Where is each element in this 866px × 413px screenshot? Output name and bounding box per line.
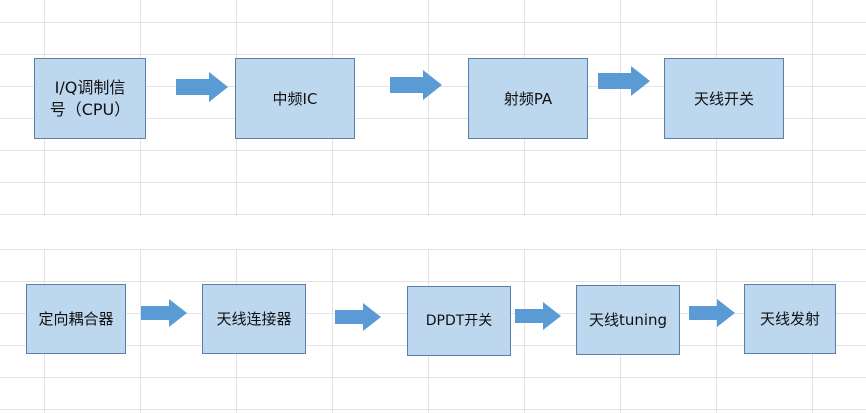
antenna-transmit-label: 天线发射 xyxy=(759,310,820,328)
section-divider xyxy=(0,216,866,249)
antenna-tuning-label: 天线tuning xyxy=(588,311,668,329)
antenna-tuning-box[interactable]: 天线tuning xyxy=(576,285,680,355)
iq-modulation-label-line1: I/Q调制信 xyxy=(54,77,126,97)
antenna-connector-label: 天线连接器 xyxy=(216,310,292,328)
arrow-right-icon xyxy=(335,303,381,331)
directional-coupler-box[interactable]: 定向耦合器 xyxy=(26,284,126,354)
antenna-switch-box[interactable]: 天线开关 xyxy=(664,58,784,139)
rf-pa-label: 射频PA xyxy=(503,89,553,108)
grid-background-bottom xyxy=(0,249,866,413)
iq-modulation-label-line2: 号（CPU） xyxy=(49,99,131,119)
directional-coupler-label: 定向耦合器 xyxy=(38,310,114,328)
if-ic-label: 中频IC xyxy=(272,89,318,108)
iq-modulation-box[interactable]: I/Q调制信 号（CPU） xyxy=(34,58,146,139)
rf-pa-box[interactable]: 射频PA xyxy=(468,58,588,139)
dpdt-switch-box[interactable]: DPDT开关 xyxy=(407,286,511,356)
antenna-connector-box[interactable]: 天线连接器 xyxy=(202,284,306,354)
arrow-right-icon xyxy=(141,299,187,327)
dpdt-switch-label: DPDT开关 xyxy=(425,313,493,329)
antenna-switch-label: 天线开关 xyxy=(693,89,754,108)
arrow-right-icon xyxy=(390,70,442,100)
arrow-right-icon xyxy=(515,302,561,330)
antenna-transmit-box[interactable]: 天线发射 xyxy=(744,284,836,354)
arrow-right-icon xyxy=(176,72,228,102)
if-ic-box[interactable]: 中频IC xyxy=(235,58,355,139)
arrow-right-icon xyxy=(598,66,650,96)
arrow-right-icon xyxy=(689,299,735,327)
